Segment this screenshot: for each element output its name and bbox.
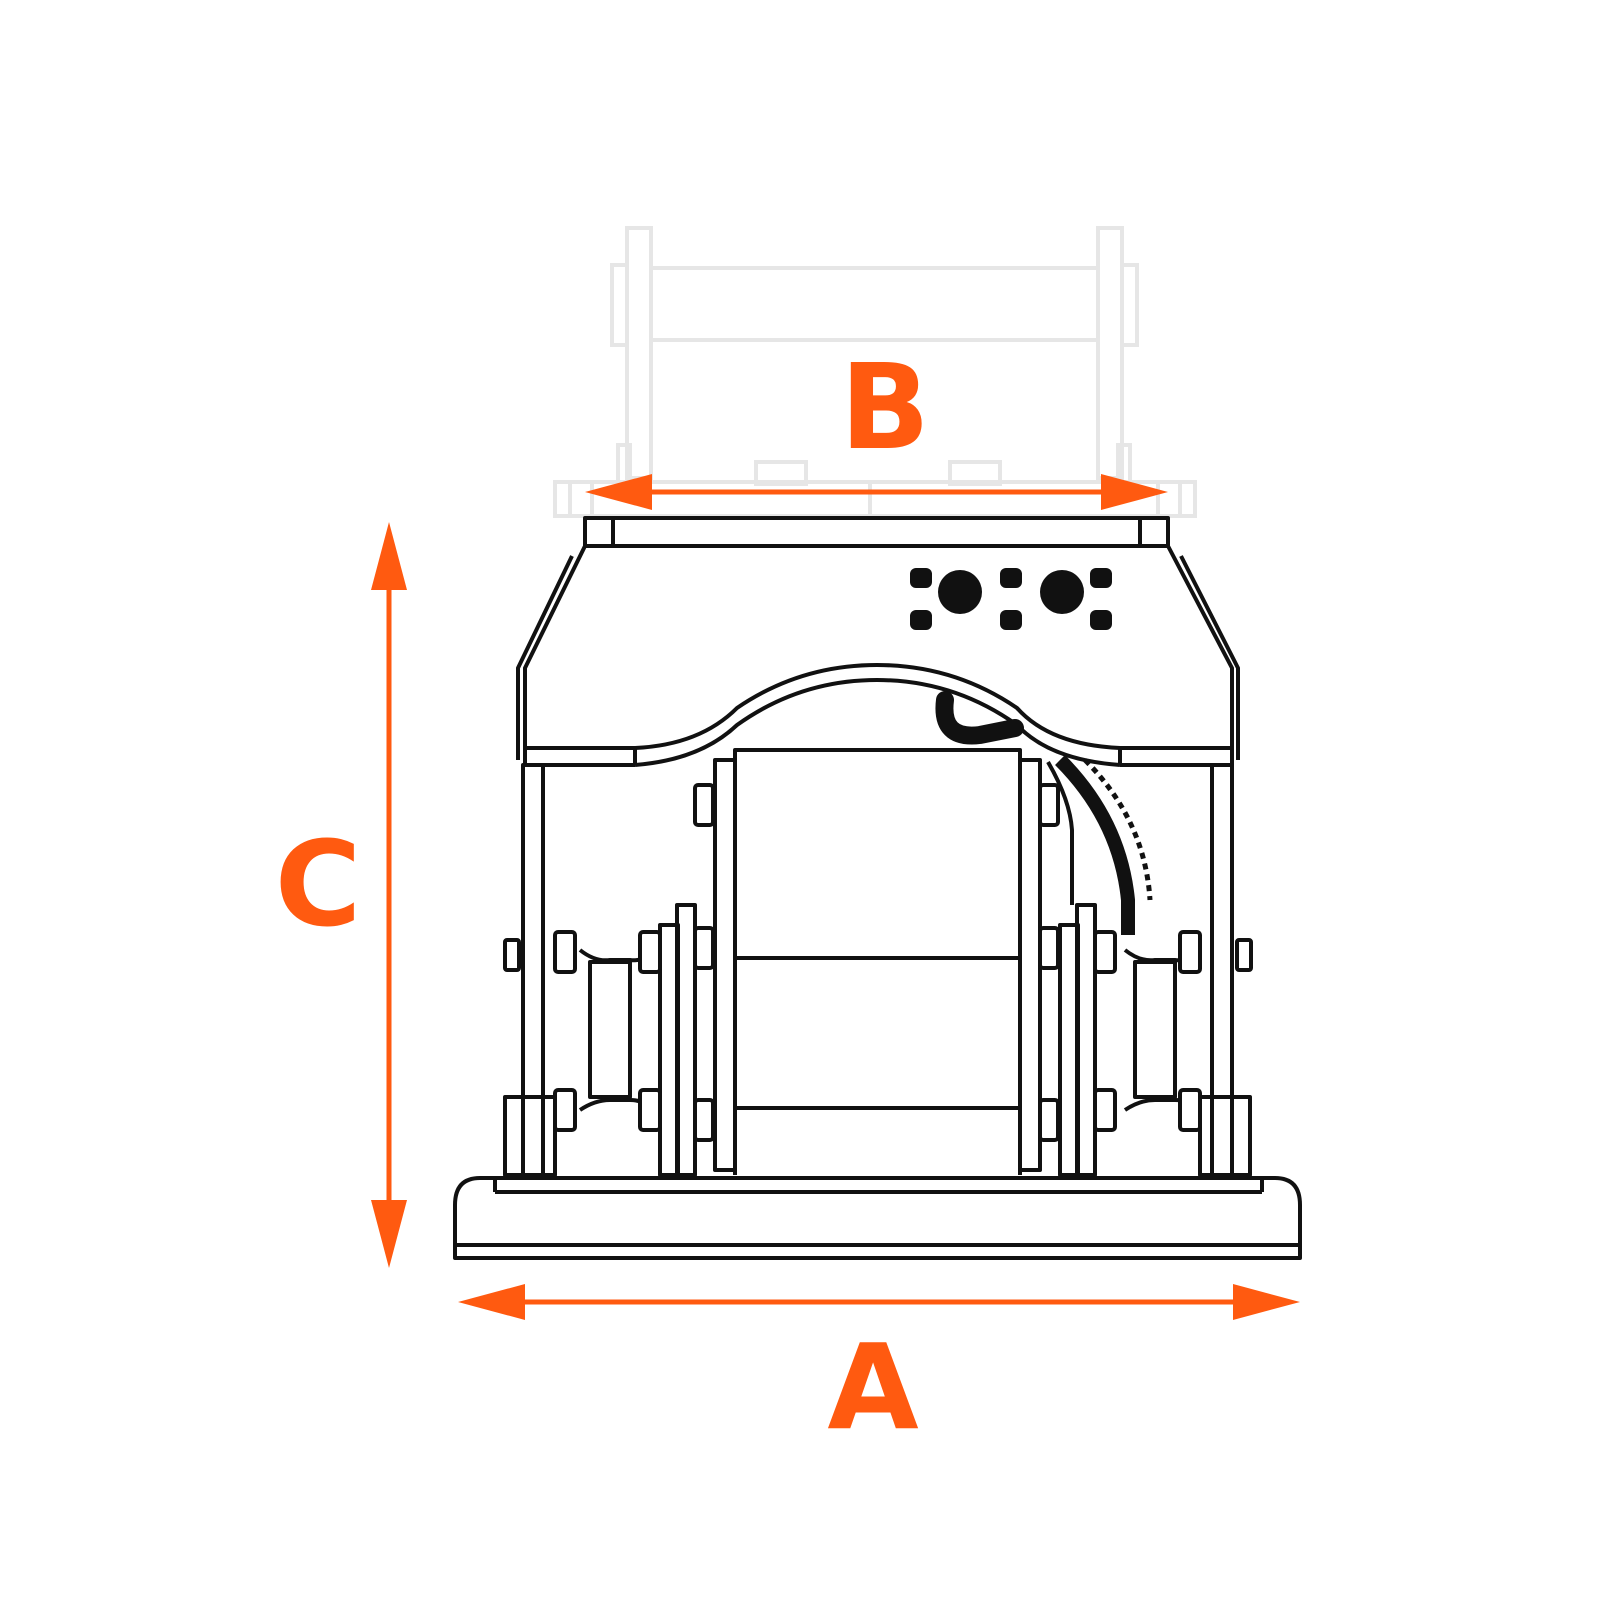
hydraulic-ports [910, 568, 1112, 630]
dimension-b-label: B [840, 338, 930, 476]
compactor-body [453, 516, 1302, 1260]
dimension-arrows [371, 474, 1300, 1320]
dimension-c-arrowhead-bottom [371, 1200, 407, 1268]
dimension-c-arrowhead-top [371, 522, 407, 590]
dimension-a-arrowhead-right [1233, 1284, 1300, 1320]
dimension-a-arrowhead-left [458, 1284, 525, 1320]
dimension-b-arrowhead-right [1101, 474, 1168, 510]
dimension-a-label: A [827, 1318, 918, 1456]
bolts [503, 783, 1253, 1142]
hydraulic-hoses [935, 691, 1153, 935]
dimension-b-arrowhead-left [585, 474, 652, 510]
dimension-c-label: C [275, 815, 362, 953]
